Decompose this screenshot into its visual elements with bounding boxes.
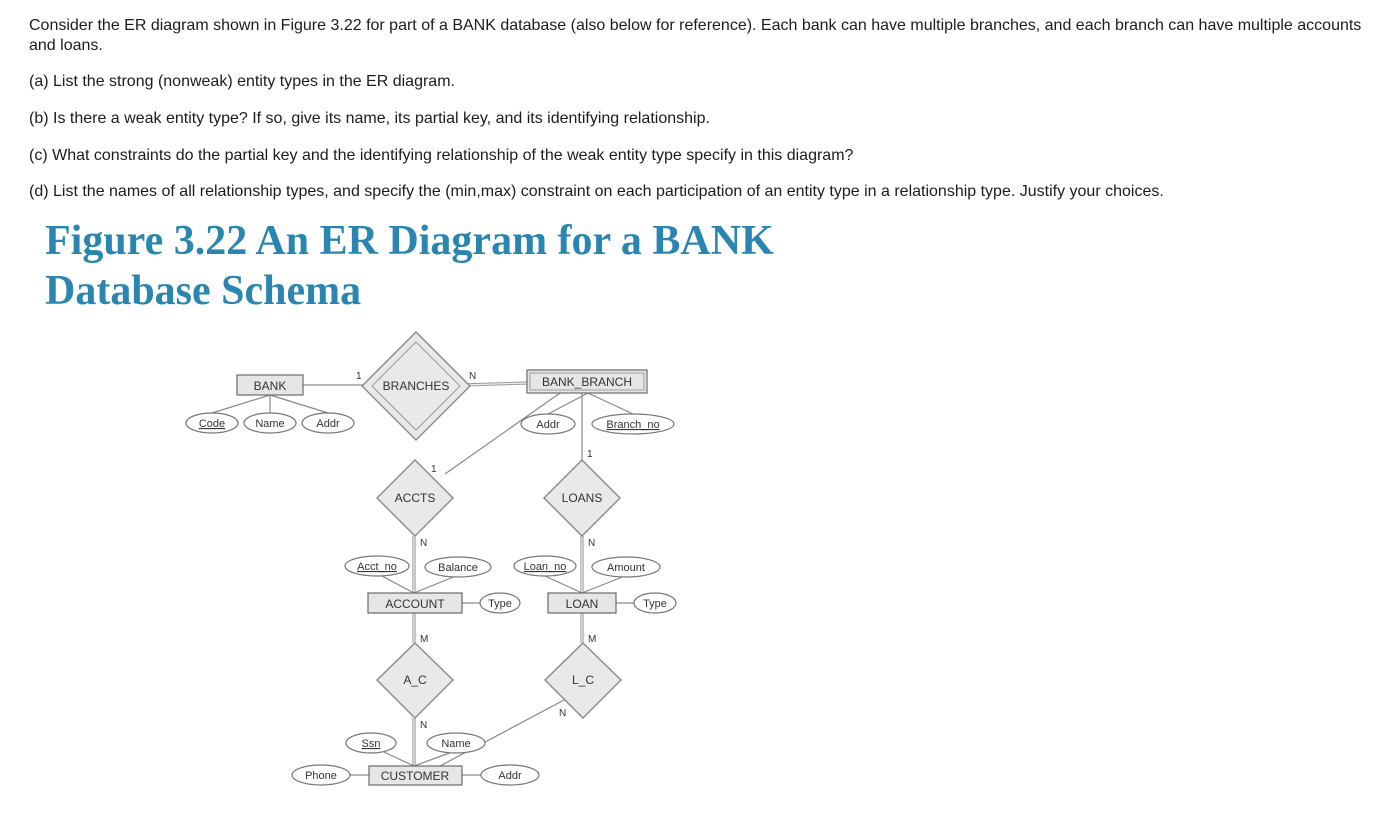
relationship-branches: BRANCHES <box>361 331 471 441</box>
svg-text:Code: Code <box>199 418 225 430</box>
card-loans-loan: N <box>588 538 595 549</box>
svg-text:Balance: Balance <box>438 562 478 574</box>
card-branches-bank: 1 <box>356 371 362 382</box>
card-ac-account: M <box>420 634 428 645</box>
relationship-accts-label: ACCTS <box>395 491 436 505</box>
question-b: (b) Is there a weak entity type? If so, … <box>29 110 710 127</box>
card-accts-branch: 1 <box>431 464 437 475</box>
entity-customer-label: CUSTOMER <box>381 769 450 783</box>
relationship-loans: LOANS <box>543 459 621 537</box>
attr-acct-no: Acct_no <box>344 555 410 577</box>
relationship-a-c: A_C <box>376 642 454 719</box>
svg-text:Type: Type <box>643 598 667 610</box>
entity-bank: BANK <box>236 374 304 396</box>
svg-text:Phone: Phone <box>305 770 337 782</box>
entity-loan-label: LOAN <box>566 597 599 611</box>
svg-text:Acct_no: Acct_no <box>357 561 397 573</box>
relationship-a-c-label: A_C <box>403 673 427 687</box>
entity-bank-branch-label: BANK_BRANCH <box>542 375 632 389</box>
card-loans-branch: 1 <box>587 449 593 460</box>
figure-title-line-1: Figure 3.22 An ER Diagram for a BANK <box>45 218 774 264</box>
attr-branch-addr: Addr <box>520 413 576 435</box>
attr-balance: Balance <box>424 556 492 578</box>
svg-text:Ssn: Ssn <box>362 738 381 750</box>
card-branches-branch: N <box>469 371 476 382</box>
relationship-accts: ACCTS <box>376 459 454 537</box>
entity-account: ACCOUNT <box>367 592 463 614</box>
svg-text:Addr: Addr <box>316 418 340 430</box>
question-d: (d) List the names of all relationship t… <box>29 183 1164 200</box>
svg-text:Loan_no: Loan_no <box>524 561 567 573</box>
svg-text:Type: Type <box>488 598 512 610</box>
svg-text:Branch_no: Branch_no <box>606 419 659 431</box>
attr-amount: Amount <box>591 556 661 578</box>
relationship-loans-label: LOANS <box>562 491 603 505</box>
connector-lines <box>211 381 635 776</box>
attr-branch-no: Branch_no <box>591 413 675 435</box>
svg-text:Name: Name <box>255 418 284 430</box>
attr-customer-name: Name <box>426 732 486 754</box>
card-lc-loan: M <box>588 634 596 645</box>
attr-bank-code: Code <box>185 412 239 434</box>
attr-ssn: Ssn <box>345 732 397 754</box>
svg-text:Addr: Addr <box>536 419 560 431</box>
attr-bank-name: Name <box>243 412 297 434</box>
entity-account-label: ACCOUNT <box>385 597 445 611</box>
attr-phone: Phone <box>291 764 351 786</box>
figure-title: Figure 3.22 An ER Diagram for a BANK Dat… <box>45 216 774 316</box>
attr-account-type: Type <box>479 592 521 614</box>
svg-text:Name: Name <box>441 738 470 750</box>
attr-bank-addr: Addr <box>301 412 355 434</box>
card-accts-account: N <box>420 538 427 549</box>
card-lc-customer: N <box>559 708 566 719</box>
attr-loan-type: Type <box>633 592 677 614</box>
svg-text:Addr: Addr <box>498 770 522 782</box>
entity-loan: LOAN <box>547 592 617 614</box>
attr-customer-addr: Addr <box>480 764 540 786</box>
entity-bank-label: BANK <box>254 379 287 393</box>
question-c: (c) What constraints do the partial key … <box>29 147 854 164</box>
relationship-l-c-label: L_C <box>572 673 594 687</box>
question-a: (a) List the strong (nonweak) entity typ… <box>29 73 455 90</box>
attr-loan-no: Loan_no <box>513 555 577 577</box>
figure-title-line-2: Database Schema <box>45 268 362 314</box>
cardinality-labels: 1 N 1 N 1 N M N M N <box>356 371 596 731</box>
svg-text:Amount: Amount <box>607 562 645 574</box>
relationship-l-c: L_C <box>544 642 622 719</box>
card-ac-customer: N <box>420 720 427 731</box>
relationship-branches-label: BRANCHES <box>383 379 450 393</box>
entity-customer: CUSTOMER <box>368 765 463 786</box>
question-intro: Consider the ER diagram shown in Figure … <box>29 17 1362 54</box>
entity-bank-branch: BANK_BRANCH <box>526 369 648 394</box>
